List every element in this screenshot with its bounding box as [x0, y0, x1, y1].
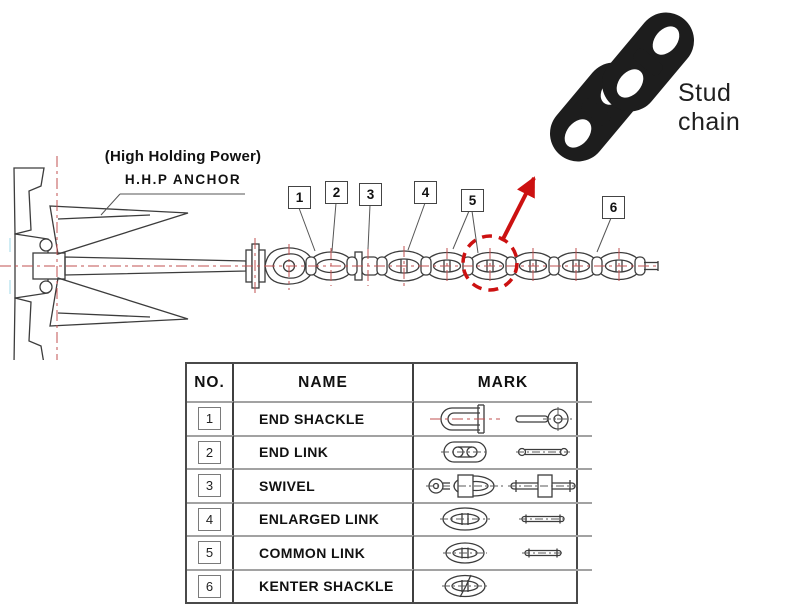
kenter-shackle-front-icon — [422, 574, 508, 598]
parts-table: NO. NAME MARK 1 END SHACKLE — [185, 362, 592, 604]
enlarged-link-front-icon — [422, 507, 508, 531]
hhp-anchor-label: H.H.P ANCHOR — [124, 172, 242, 187]
anchor-label-leader — [100, 193, 245, 216]
common-link-side-icon — [508, 547, 578, 559]
part-name: END SHACKLE — [234, 401, 414, 435]
table-row: 2 — [187, 434, 234, 468]
stud-chain-photo — [550, 12, 694, 162]
part-name: COMMON LINK — [234, 535, 414, 569]
row-number-box: 1 — [198, 407, 221, 431]
stud-chain-arrow — [500, 176, 536, 242]
table-row: 3 — [187, 468, 234, 502]
hhp-anchor-drawing — [9, 167, 247, 360]
high-holding-power-label: (High Holding Power) — [104, 148, 262, 165]
row-number-box: 5 — [198, 541, 221, 565]
row-number-box: 3 — [198, 474, 221, 498]
end-shackle-front-icon — [422, 404, 508, 434]
table-row: 5 — [187, 535, 234, 569]
row-number-box: 6 — [198, 574, 221, 598]
callout-3: 3 — [359, 183, 382, 206]
row-number-box: 2 — [198, 440, 221, 464]
row-number-box: 4 — [198, 507, 221, 531]
callout-1: 1 — [288, 186, 311, 209]
centerlines — [0, 156, 658, 360]
table-header-no: NO. — [187, 364, 234, 401]
anchor-chain-diagram — [0, 12, 694, 360]
callout-5: 5 — [461, 189, 484, 212]
table-row: 4 — [187, 501, 234, 535]
part-name: SWIVEL — [234, 468, 414, 502]
swivel-side-icon — [508, 473, 578, 499]
enlarged-link-side-icon — [508, 513, 578, 525]
part-name: KENTER SHACKLE — [234, 568, 414, 602]
callout-4: 4 — [414, 181, 437, 204]
part-name: END LINK — [234, 434, 414, 468]
end-link-front-icon — [422, 440, 508, 464]
part-name: ENLARGED LINK — [234, 501, 414, 535]
callout-2: 2 — [325, 181, 348, 204]
table-header-name: NAME — [234, 364, 414, 401]
end-link-side-icon — [508, 445, 578, 459]
end-shackle-side-icon — [508, 405, 578, 433]
table-row: 1 — [187, 401, 234, 435]
common-link-front-icon — [422, 542, 508, 564]
callout-leaders — [298, 202, 612, 254]
table-header-mark: MARK — [477, 373, 529, 391]
table-row: 6 — [187, 568, 234, 602]
callout-6: 6 — [602, 196, 625, 219]
stud-chain-highlight-circle — [461, 234, 519, 292]
stud-chain-label: Stud chain — [678, 79, 741, 136]
swivel-front-icon — [422, 472, 508, 500]
